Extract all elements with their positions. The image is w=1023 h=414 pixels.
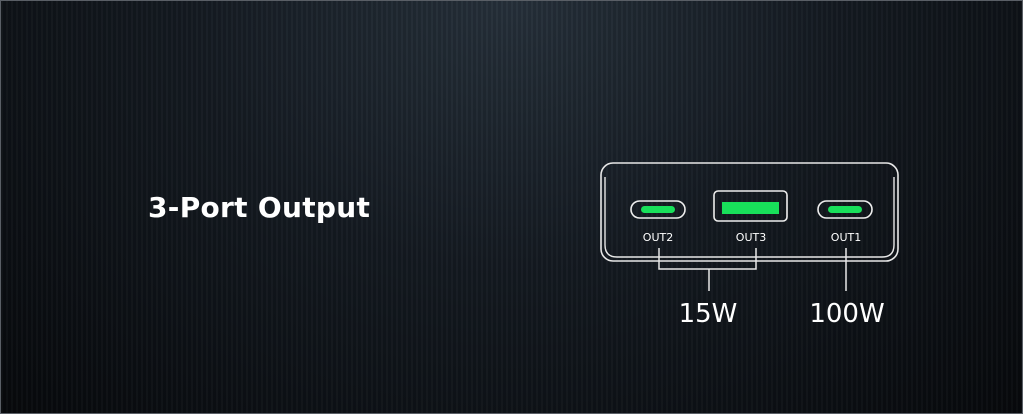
port-out1 <box>817 200 873 219</box>
port-label-out2: OUT2 <box>643 231 673 244</box>
port-label-out1: OUT1 <box>831 231 861 244</box>
power-label-shared: 15W <box>679 299 738 329</box>
bracket-shared <box>658 248 757 291</box>
port-out3 <box>713 190 788 222</box>
port-out2 <box>630 200 686 219</box>
port-label-out3: OUT3 <box>736 231 766 244</box>
headline: 3-Port Output <box>148 191 371 224</box>
power-label-out1: 100W <box>809 299 884 329</box>
device-inner-outline <box>604 177 895 258</box>
device-outline <box>600 162 899 262</box>
